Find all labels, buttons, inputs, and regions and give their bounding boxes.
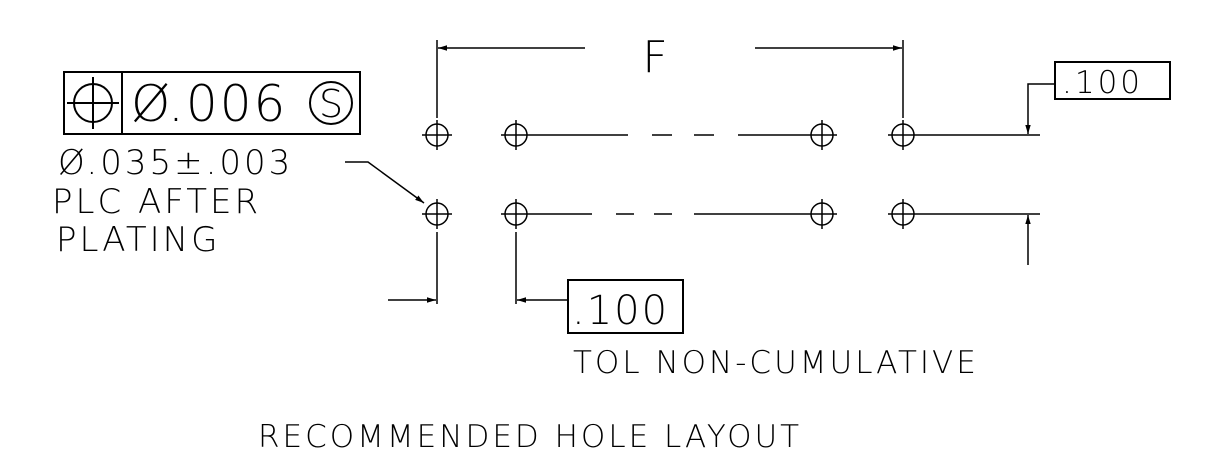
pitch-dimension: .100 xyxy=(388,232,684,334)
hole xyxy=(422,120,452,150)
position-icon xyxy=(67,77,119,129)
hole xyxy=(422,199,452,229)
hole xyxy=(888,120,918,150)
feature-control-frame: Ø .006 S xyxy=(63,71,361,135)
hole-callout-line2: PLC AFTER xyxy=(52,182,261,222)
hole-pattern xyxy=(422,120,1040,229)
row-spacing-box xyxy=(1054,61,1171,100)
fcf-diameter-symbol: Ø xyxy=(131,75,172,133)
fcf-modifier: S xyxy=(319,82,343,126)
row-spacing-arrow-top xyxy=(1025,83,1055,134)
pitch-box xyxy=(567,279,684,334)
pitch-value: .100 xyxy=(572,288,669,334)
row-spacing-dimension: .100 xyxy=(1025,61,1171,265)
drawing-title: RECOMMENDED HOLE LAYOUT xyxy=(258,419,802,455)
hole xyxy=(888,199,918,229)
dimension-f: F xyxy=(436,32,904,118)
row-spacing-value: .100 xyxy=(1062,65,1143,101)
hole-size-callout: Ø.035±.003 xyxy=(58,143,293,183)
hole xyxy=(501,120,531,150)
callout-leader xyxy=(345,161,425,204)
hole-callout-line3: PLATING xyxy=(56,220,220,260)
hole xyxy=(501,199,531,229)
rfs-modifier-icon: S xyxy=(309,81,353,126)
hole xyxy=(807,120,837,150)
fcf-frame xyxy=(63,71,361,135)
fcf-tolerance-value: .006 xyxy=(168,75,287,133)
tolerance-note: TOL NON-CUMULATIVE xyxy=(573,345,979,381)
dimension-f-label: F xyxy=(642,32,667,83)
hole xyxy=(807,199,837,229)
